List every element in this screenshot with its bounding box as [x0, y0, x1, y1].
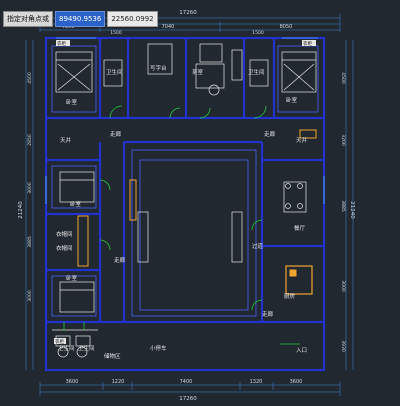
dim-left-seg: 3885 [27, 236, 33, 248]
room-label: 走廊 [110, 130, 122, 138]
walls [44, 36, 326, 372]
dim-bottom-seg: 7400 [180, 379, 193, 385]
wardrobe-tag: 衣柜 [55, 338, 64, 345]
dim-left-total: 21240 [18, 201, 24, 219]
dim-right-seg: 3200 [340, 134, 346, 146]
room-label: 卧室 [66, 274, 78, 282]
room-label: 走廊 [114, 256, 126, 264]
dim-left-seg: 3000 [27, 290, 33, 302]
dim-top-seg: 4350 [62, 24, 75, 30]
prompt-label: 指定对角点或 [3, 11, 53, 27]
room-label: 卫生间 [106, 68, 123, 76]
room-label: 餐厅 [294, 224, 306, 232]
room-label: 卧室 [66, 98, 78, 106]
dim-top-total: 17260 [179, 10, 197, 16]
y-coordinate-field[interactable]: 22560.0992 [107, 11, 158, 27]
dim-right-seg: 3000 [340, 280, 346, 292]
x-coordinate-field[interactable]: 89490.9536 [55, 11, 106, 27]
room-label: 茶室 [192, 68, 204, 76]
room-label: 卫生间 [58, 344, 75, 352]
room-labels: 卧室 卫生间 写字台 茶室 卫生间 卧室 天井 走廊 走廊 天井 卧室 衣帽间 … [56, 64, 308, 360]
wardrobe-tag: 衣柜 [303, 40, 312, 47]
wardrobes [77, 129, 317, 267]
wardrobe-tag: 衣柜 [57, 40, 66, 47]
dim-bottom-seg: 3600 [66, 379, 79, 385]
room-label: 卧室 [286, 96, 298, 104]
doors [63, 105, 300, 345]
room-label: 储物区 [104, 352, 121, 360]
window-marks [45, 37, 325, 204]
dim-bottom-seg: 3600 [290, 379, 303, 385]
room-label: 过道 [252, 242, 264, 250]
dim-bottom-seg: 1320 [250, 379, 263, 385]
dim-bottom-total: 17260 [179, 396, 197, 402]
inner-wall-lines [51, 45, 319, 317]
room-label: 天井 [296, 136, 308, 144]
room-label: 卧室 [70, 200, 82, 208]
room-label: 卫生间 [78, 344, 95, 352]
dim-top-small: 1500 [110, 30, 122, 36]
dim-left-seg: 4500 [27, 72, 33, 84]
dim-left-seg: 3000 [27, 182, 33, 194]
kitchen-counter [285, 265, 313, 295]
room-label: 衣帽间 [56, 244, 73, 252]
coordinate-input-prompt: 指定对角点或 89490.9536 22560.0992 [3, 11, 158, 27]
room-label: 入口 [296, 347, 307, 354]
room-label: 天井 [60, 136, 72, 144]
room-label: 小停车 [150, 344, 167, 352]
dim-top-seg: 8050 [280, 24, 293, 30]
room-label: 走廊 [264, 130, 276, 138]
dim-left-seg: 2850 [27, 134, 33, 146]
room-label: 衣帽间 [56, 230, 73, 238]
dim-top-seg: 7040 [162, 24, 175, 30]
wardrobe-tags: 衣柜 衣柜 衣柜 [54, 40, 316, 345]
room-label: 卫生间 [248, 68, 265, 76]
dim-right-seg: 4500 [340, 72, 346, 84]
room-label: 走廊 [262, 310, 274, 318]
dim-top-small: 1500 [252, 30, 264, 36]
dim-right-total: 21240 [349, 201, 355, 219]
room-label: 写字台 [150, 64, 167, 72]
furniture [52, 43, 317, 358]
dim-right-seg: 3885 [340, 200, 346, 212]
dim-right-seg: 3930 [340, 340, 346, 352]
dim-bottom-seg: 1220 [112, 379, 125, 385]
room-label: 厨房 [284, 292, 296, 300]
